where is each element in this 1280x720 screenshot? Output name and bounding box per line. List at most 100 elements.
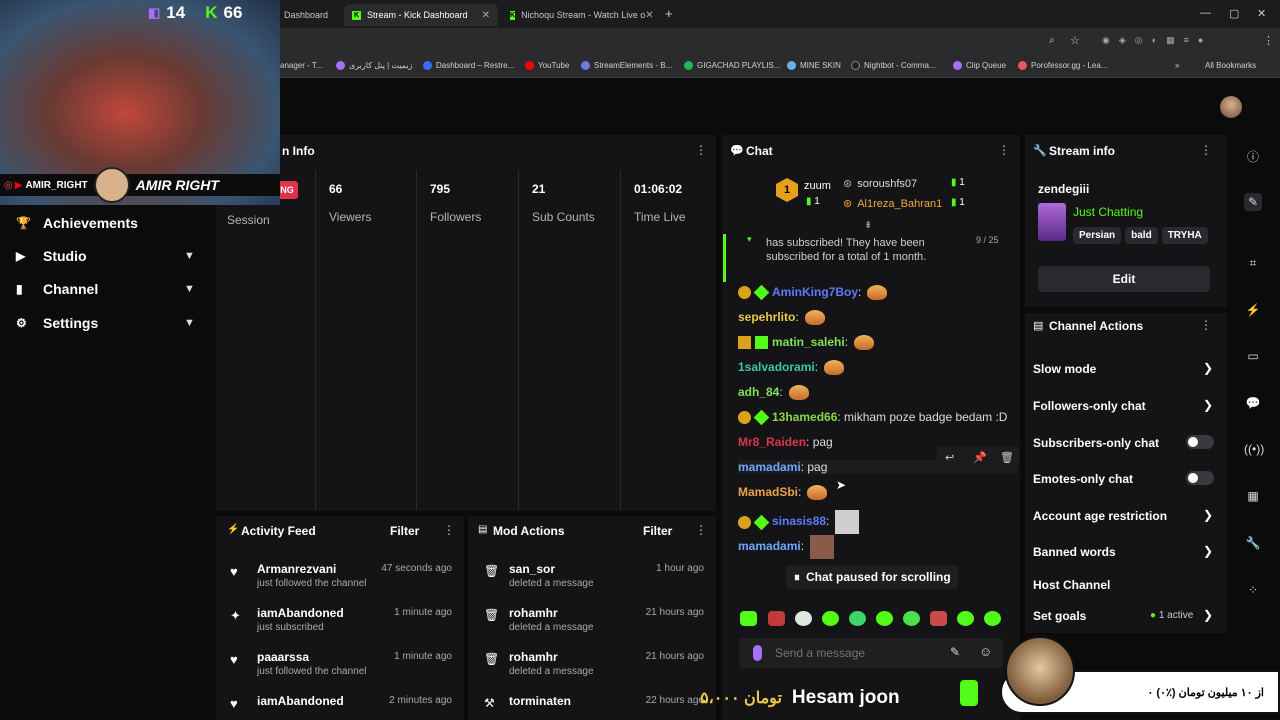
bookmark[interactable]: MINE SKIN (787, 61, 841, 70)
action-emotes-only[interactable]: Emotes-only chat (1033, 472, 1134, 486)
sidebar-item-achievements[interactable]: 🏆Achievements (16, 215, 138, 231)
tab-dashboard[interactable]: Dashboard (284, 10, 329, 20)
zoom-icon[interactable]: ⌕ (1049, 35, 1055, 46)
edit-icon[interactable]: ✎ (1244, 193, 1262, 211)
star-icon[interactable]: ☆ (1070, 35, 1080, 47)
emoji-icon[interactable]: ☺ (979, 644, 993, 659)
broadcast-icon[interactable]: ((•)) (1244, 442, 1265, 456)
subscribers-only-toggle[interactable] (1186, 435, 1214, 449)
all-bookmarks[interactable]: All Bookmarks (1205, 61, 1257, 70)
emote-icon[interactable] (849, 611, 866, 626)
collapse-icon[interactable]: ⇟ (864, 220, 873, 231)
microphone-icon[interactable] (753, 645, 762, 661)
tag[interactable]: Persian (1073, 227, 1122, 244)
settings-icon[interactable]: ✎ (950, 645, 961, 659)
more-options-icon[interactable]: ⋮ (443, 523, 455, 537)
chevron-right-icon[interactable]: ❯ (1203, 508, 1214, 522)
wrench-icon[interactable]: 🔧 (1245, 536, 1261, 550)
chat-message[interactable]: MamadSbi: (738, 485, 828, 501)
emote-icon[interactable] (957, 611, 974, 626)
close-window-icon[interactable]: ✕ (1257, 8, 1267, 20)
bookmark[interactable]: Nightbot - Comma... (851, 61, 936, 70)
document-icon[interactable]: ▭ (1247, 349, 1259, 363)
emote-icon[interactable] (984, 611, 1001, 626)
action-set-goals[interactable]: Set goals (1033, 609, 1087, 623)
more-options-icon[interactable]: ⋮ (1200, 143, 1212, 157)
bookmark[interactable]: زیمیت | پنل کاربری (336, 61, 412, 70)
bookmark[interactable]: Clip Queue (953, 61, 1006, 70)
chevron-right-icon[interactable]: ❯ (1203, 608, 1214, 622)
apps-icon[interactable]: ⁘ (1247, 583, 1259, 597)
emote-icon[interactable] (876, 611, 893, 626)
info-icon[interactable]: ⓘ (1246, 150, 1259, 164)
chat-message[interactable]: 1salvadorami: (738, 360, 845, 376)
emote-icon[interactable] (740, 611, 757, 626)
chevron-right-icon[interactable]: ❯ (1203, 398, 1214, 412)
chat-message[interactable]: mamadami: (738, 535, 835, 559)
more-options-icon[interactable]: ⋮ (695, 523, 707, 537)
category-thumbnail[interactable] (1038, 203, 1066, 241)
close-tab-icon[interactable]: ✕ (645, 9, 654, 21)
sidebar-item-channel[interactable]: ▮Channel▼ (16, 281, 195, 297)
more-options-icon[interactable]: ⋮ (1200, 318, 1212, 332)
reply-icon[interactable]: ↩ (945, 452, 955, 464)
top-gifter[interactable]: ⊛Al1reza_Bahran1 (843, 198, 943, 210)
action-subscribers-only[interactable]: Subscribers-only chat (1033, 436, 1160, 450)
emote-icon[interactable] (930, 611, 947, 626)
top-gifter-name[interactable]: zuum (804, 180, 831, 192)
chat-message[interactable]: AminKing7Boy: (738, 285, 888, 301)
chat-paused-banner[interactable]: ⏸Chat paused for scrolling (786, 565, 958, 589)
mod-filter-button[interactable]: Filter (643, 524, 673, 538)
action-slow-mode[interactable]: Slow mode (1033, 362, 1097, 376)
emotes-only-toggle[interactable] (1186, 471, 1214, 485)
chat-message[interactable]: matin_salehi: (738, 335, 875, 351)
minimize-icon[interactable]: — (1200, 7, 1211, 19)
avatar[interactable] (1220, 96, 1242, 118)
sidebar-item-studio[interactable]: ▶Studio▼ (16, 248, 195, 264)
chevron-right-icon[interactable]: ❯ (1203, 544, 1214, 558)
bolt-icon[interactable]: ⚡ (1245, 303, 1261, 317)
chevron-right-icon[interactable]: ❯ (1203, 361, 1214, 375)
new-tab-icon[interactable]: + (665, 6, 673, 21)
more-options-icon[interactable]: ⋮ (695, 143, 707, 157)
action-banned-words[interactable]: Banned words (1033, 545, 1116, 559)
emote-icon[interactable] (822, 611, 839, 626)
bookmark[interactable]: Dashboard – Restre... (423, 61, 514, 70)
chat-message-input[interactable] (775, 643, 935, 663)
chat-message[interactable]: sepehrlito: (738, 310, 825, 326)
pin-icon[interactable]: 📌 (973, 452, 987, 464)
emote-icon[interactable] (768, 611, 785, 626)
action-followers-only[interactable]: Followers-only chat (1033, 399, 1146, 413)
chat-message[interactable]: sinasis88: (738, 510, 860, 534)
category-link[interactable]: Just Chatting (1073, 205, 1144, 219)
emote-icon[interactable] (903, 611, 920, 626)
chat-message[interactable]: adh_84: (738, 385, 809, 401)
more-options-icon[interactable]: ⋮ (998, 143, 1010, 157)
bookmark[interactable]: StreamElements - B... (581, 61, 672, 70)
chat-message[interactable]: Mr8_Raiden: pag (738, 435, 833, 449)
maximize-icon[interactable]: ▢ (1229, 8, 1240, 20)
emote-icon[interactable] (795, 611, 812, 626)
chat-icon[interactable]: 💬 (1245, 396, 1261, 410)
extension-icons[interactable]: ◉◈◎◐▦≡● (1102, 35, 1213, 45)
top-gifter[interactable]: ⊛soroushfs07 (843, 178, 918, 190)
menu-icon[interactable]: ⋮ (1263, 35, 1274, 47)
more-bookmarks-icon[interactable]: » (1175, 61, 1180, 70)
trash-icon[interactable]: 🗑 (1000, 452, 1014, 464)
tag[interactable]: TRYHA (1161, 227, 1208, 244)
close-tab-icon[interactable]: ✕ (481, 9, 490, 21)
tag[interactable]: bald (1125, 227, 1158, 244)
bookmark[interactable]: YouTube (525, 61, 569, 70)
action-account-age[interactable]: Account age restriction (1033, 509, 1168, 523)
layout-icon[interactable]: ▦ (1247, 489, 1259, 503)
action-host-channel[interactable]: Host Channel (1033, 578, 1111, 592)
sidebar-item-settings[interactable]: ⚙Settings▼ (16, 315, 195, 331)
edit-stream-info-button[interactable]: Edit (1038, 266, 1210, 292)
bookmark[interactable]: anager - T... (280, 61, 323, 70)
bookmark[interactable]: Porofessor.gg - Lea... (1018, 61, 1108, 70)
crop-icon[interactable]: ⌗ (1249, 256, 1257, 270)
bookmark[interactable]: GIGACHAD PLAYLIS... (684, 61, 780, 70)
chat-message[interactable]: 13hamed66: mikham poze badge bedam :D (738, 410, 1007, 426)
